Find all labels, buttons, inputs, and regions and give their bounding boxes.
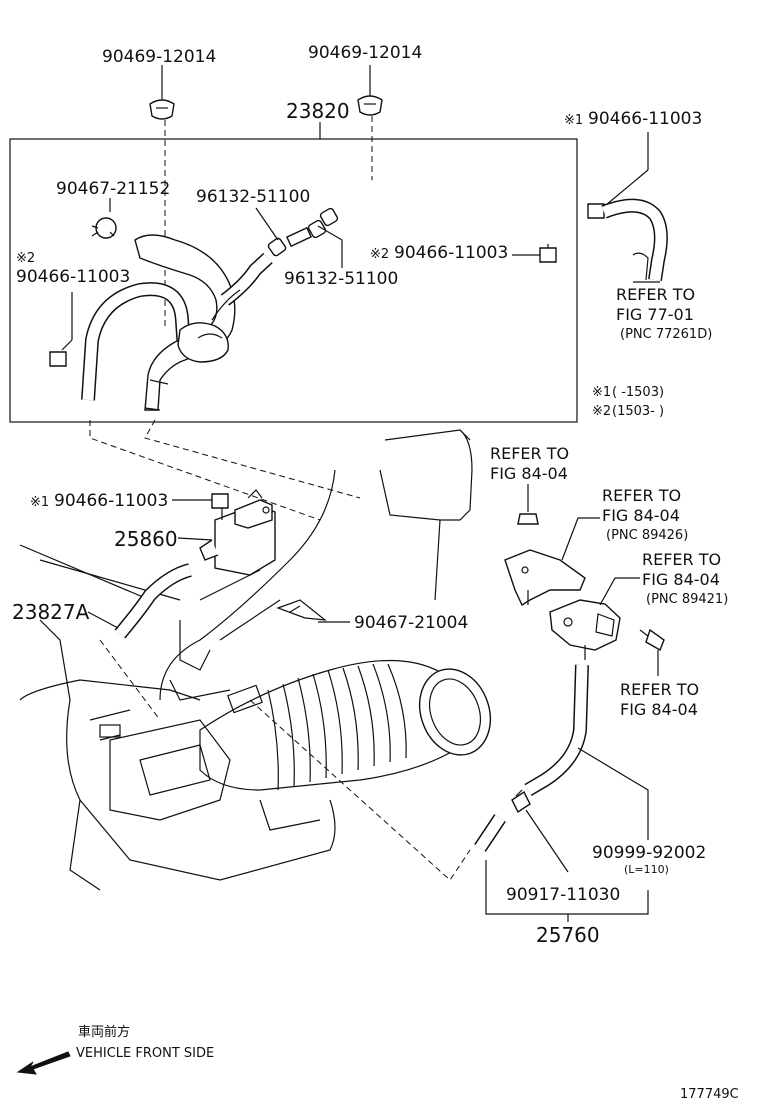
- label-90467-21152: 90467-21152: [56, 179, 170, 199]
- note2-mark: ※2: [592, 404, 611, 419]
- leader-25860: [177, 537, 213, 541]
- label-23827A: 23827A: [12, 600, 90, 624]
- leader-90999: [577, 747, 649, 840]
- ref-84-04-a-line2: FIG 84-04: [490, 464, 568, 483]
- ref-84-04-c-line2: FIG 84-04: [642, 570, 720, 589]
- label-90467-21004: 90467-21004: [354, 613, 468, 633]
- dash-lower-left: [89, 420, 321, 521]
- intake-duct-icon: [159, 429, 473, 701]
- label-90999-length: (L=110): [624, 863, 669, 876]
- note1-mark: ※1: [592, 385, 611, 400]
- clip-90469-left-icon: [149, 65, 175, 120]
- clip-90466-l1-icon: [211, 493, 229, 509]
- clip-90466-l2-icon: [49, 292, 73, 367]
- engine-block-icon: [19, 544, 336, 891]
- caption-japanese: 車両前方: [78, 1024, 130, 1040]
- label-90466-l2: 90466-11003: [16, 267, 130, 287]
- canister-elbow-icon: [134, 234, 236, 411]
- ref-84-04-b-line3: (PNC 89426): [606, 528, 688, 543]
- bracket-89426-icon: [504, 549, 586, 607]
- mark-90466-l1: ※1: [30, 495, 49, 510]
- note2-range: (1503- ): [612, 404, 664, 419]
- arrow-front-icon: [16, 1051, 71, 1075]
- union-96132-icon: [267, 207, 339, 257]
- label-96132-b: 96132-51100: [284, 269, 398, 289]
- dash-lower-right: [144, 419, 361, 499]
- label-90917: 90917-11030: [506, 885, 620, 905]
- hose-77-01-icon: [601, 198, 668, 283]
- leader-23827A: [87, 611, 119, 629]
- clamp-90467-21004-icon: [276, 599, 327, 621]
- caption-english: VEHICLE FRONT SIDE: [76, 1046, 214, 1061]
- ref-77-01-line1: REFER TO: [616, 285, 695, 304]
- label-90469-right: 90469-12014: [308, 43, 422, 63]
- clip-90466-r1-icon: [587, 203, 605, 219]
- label-23820: 23820: [286, 99, 350, 123]
- leader-r84b: [561, 517, 600, 561]
- label-25860: 25860: [114, 527, 178, 551]
- assembly-23820-box: [9, 138, 578, 423]
- mark-90466-r1: ※1: [564, 113, 583, 128]
- label-25760: 25760: [536, 923, 600, 947]
- vsv-25860-icon: [199, 489, 276, 576]
- label-90466-r1: 90466-11003: [588, 109, 702, 129]
- mark-90466-l2: ※2: [16, 251, 35, 266]
- dash-front: [99, 639, 471, 881]
- clip-90469-right-icon: [357, 65, 383, 116]
- ref-77-01-line3: (PNC 77261D): [620, 327, 712, 342]
- hose-23820-icon: [326, 169, 569, 218]
- label-90466-m2: 90466-11003: [394, 243, 508, 263]
- ref-84-04-b-line1: REFER TO: [602, 486, 681, 505]
- grommet-90467-21152-icon: [91, 198, 117, 239]
- clip-90466-m2-icon: [539, 244, 557, 263]
- note1-range: ( -1503): [612, 385, 664, 400]
- ref-84-04-d-line1: REFER TO: [620, 680, 699, 699]
- ref-84-04-d-line2: FIG 84-04: [620, 700, 698, 719]
- label-90466-l1: 90466-11003: [54, 491, 168, 511]
- fitting-90917-icon: [511, 789, 531, 814]
- label-90999: 90999-92002: [592, 843, 706, 863]
- leader-96132-a: [255, 207, 279, 241]
- label-96132-a: 96132-51100: [196, 187, 310, 207]
- hose-left-loop-icon: [81, 282, 191, 401]
- bracket-25760: [485, 860, 649, 915]
- bolt-icon: [639, 628, 665, 652]
- label-90469-left: 90469-12014: [102, 47, 216, 67]
- ref-77-01-line2: FIG 77-01: [616, 305, 694, 324]
- mark-90466-m2: ※2: [370, 247, 389, 262]
- leader-90917: [525, 809, 569, 873]
- ref-84-04-c-line3: (PNC 89421): [646, 592, 728, 607]
- ref-84-04-b-line2: FIG 84-04: [602, 506, 680, 525]
- leader-r84c: [599, 577, 640, 606]
- hose-25760-icon: [474, 814, 506, 852]
- ref-84-04-a-line1: REFER TO: [490, 444, 569, 463]
- hose-23827A-icon: [114, 563, 192, 639]
- ref-84-04-c-line1: REFER TO: [642, 550, 721, 569]
- corrugated-air-hose-icon: [199, 659, 492, 791]
- hose-90999-icon: [524, 664, 589, 797]
- figure-id: 177749C: [680, 1087, 739, 1102]
- hose-union-icon: [211, 252, 273, 321]
- nut-icon: [517, 513, 539, 525]
- sensor-89421-icon: [549, 599, 621, 660]
